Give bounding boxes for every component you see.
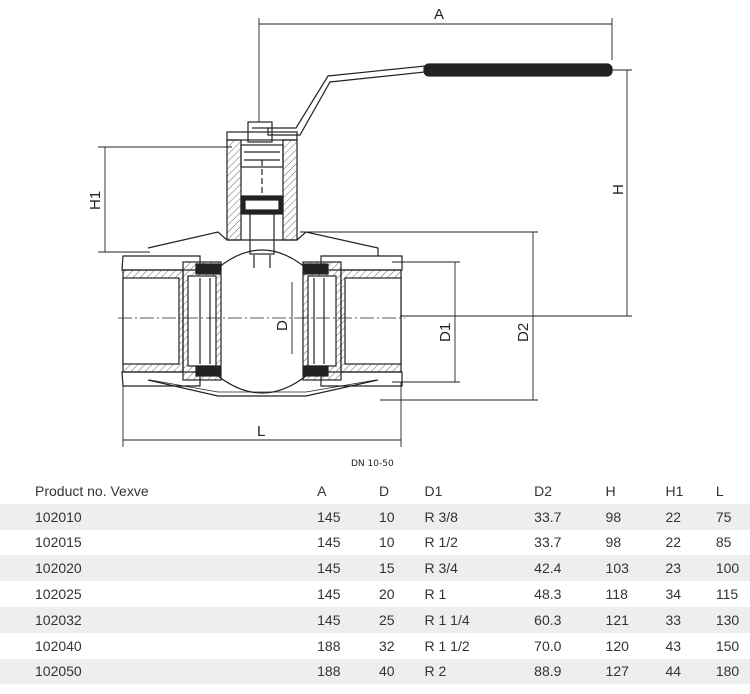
cell-d2: 48.3: [534, 586, 562, 603]
cell-l: 150: [715, 637, 740, 654]
cell-d1: R 2: [424, 658, 535, 685]
size-range-caption: DN 10-50: [351, 459, 394, 469]
cell-d2: 42.4: [534, 555, 606, 582]
table-row: 102032 145 25 R 1 1/4 60.3 121 33 130: [0, 606, 750, 633]
cell-h: 103: [605, 555, 666, 582]
dimension-labels: A H H1 D D1 D2 L DN 10-50: [87, 6, 627, 469]
dim-label-h: H: [610, 184, 627, 195]
cell-h1: 34: [665, 586, 682, 603]
table-header-row: Product no. Vexve A D D1 D2 H H1 L: [0, 478, 750, 504]
cell-h: 127: [605, 658, 666, 685]
cell-d1: R 3/8: [424, 503, 535, 530]
col-header-d1: D1: [424, 482, 443, 499]
cell-d1: R 1 1/2: [424, 637, 470, 654]
ball-valve-drawing: A H H1 D D1 D2 L DN 10-50: [87, 6, 632, 469]
cell-d1: R 1/2: [424, 534, 458, 551]
cell-h1: 44: [665, 658, 716, 685]
cell-d: 25: [378, 606, 425, 633]
handle-lever: [226, 63, 613, 143]
cell-d: 20: [378, 586, 395, 603]
dim-label-d: D: [274, 320, 291, 331]
cell-h1: 43: [665, 637, 682, 654]
cell-l: 100: [715, 555, 750, 582]
cell-h1: 33: [665, 606, 716, 633]
cell-l: 75: [715, 503, 750, 530]
cell-d2: 88.9: [534, 658, 606, 685]
cell-d2: 33.7: [534, 503, 606, 530]
cell-h: 120: [605, 637, 629, 654]
cell-d: 40: [378, 658, 425, 685]
cell-l: 180: [715, 658, 750, 685]
cell-a: 188: [317, 658, 379, 685]
cell-a: 145: [317, 555, 379, 582]
cell-a: 145: [317, 503, 379, 530]
cell-a: 145: [317, 534, 341, 551]
col-header-h: H: [605, 482, 616, 499]
cell-h: 98: [605, 534, 622, 551]
dim-label-d1: D1: [437, 323, 454, 342]
col-header-l: L: [715, 482, 724, 499]
valve-body: [118, 231, 405, 397]
cell-h1: 22: [665, 503, 716, 530]
col-header-d: D: [378, 482, 390, 499]
cell-product-no: 102032: [0, 606, 318, 633]
cell-product-no: 102010: [0, 503, 318, 530]
col-header-product-no: Product no. Vexve: [35, 482, 149, 499]
dim-label-h1: H1: [87, 191, 104, 210]
cell-l: 115: [715, 586, 739, 603]
cell-product-no: 102050: [0, 658, 318, 685]
table-row: 102010 145 10 R 3/8 33.7 98 22 75: [0, 503, 750, 530]
cell-h1: 23: [665, 555, 716, 582]
cell-h1: 22: [665, 534, 682, 551]
col-header-h1: H1: [665, 482, 684, 499]
cell-a: 145: [317, 606, 379, 633]
cell-a: 145: [317, 586, 341, 603]
cell-d: 10: [378, 534, 395, 551]
cell-a: 188: [317, 637, 341, 654]
cell-d2: 70.0: [534, 637, 562, 654]
table-row: 102020 145 15 R 3/4 42.4 103 23 100: [0, 555, 750, 582]
cell-d2: 60.3: [534, 606, 606, 633]
dim-label-d2: D2: [515, 323, 532, 342]
cell-l: 85: [715, 534, 732, 551]
cell-d1: R 1 1/4: [424, 606, 535, 633]
dim-label-l: L: [257, 423, 265, 440]
cell-d: 10: [378, 503, 425, 530]
cell-product-no: 102025: [35, 586, 82, 603]
cell-product-no: 102020: [0, 555, 318, 582]
cell-h: 121: [605, 606, 666, 633]
cell-d2: 33.7: [534, 534, 562, 551]
cell-l: 130: [715, 606, 750, 633]
cell-d1: R 3/4: [424, 555, 535, 582]
table-row: 102040 188 32 R 1 1/2 70.0 120 43 150: [0, 633, 750, 659]
cell-d: 15: [378, 555, 425, 582]
cell-product-no: 102015: [35, 534, 82, 551]
cell-d1: R 1: [424, 586, 447, 603]
table-row: 102015 145 10 R 1/2 33.7 98 22 85: [0, 530, 750, 556]
col-header-d2: D2: [534, 482, 553, 499]
stem-housing: [226, 139, 298, 255]
cell-h: 118: [605, 586, 628, 603]
col-header-a: A: [317, 482, 327, 499]
table-row: 102050 188 40 R 2 88.9 127 44 180: [0, 658, 750, 685]
dimension-lines: [98, 18, 632, 447]
dim-label-a: A: [434, 6, 444, 23]
cell-h: 98: [605, 503, 666, 530]
table-row: 102025 145 20 R 1 48.3 118 34 115: [0, 581, 750, 607]
cell-d: 32: [378, 637, 395, 654]
dimension-table: Product no. Vexve A D D1 D2 H H1 L 10201…: [0, 478, 750, 685]
cell-product-no: 102040: [35, 637, 82, 654]
